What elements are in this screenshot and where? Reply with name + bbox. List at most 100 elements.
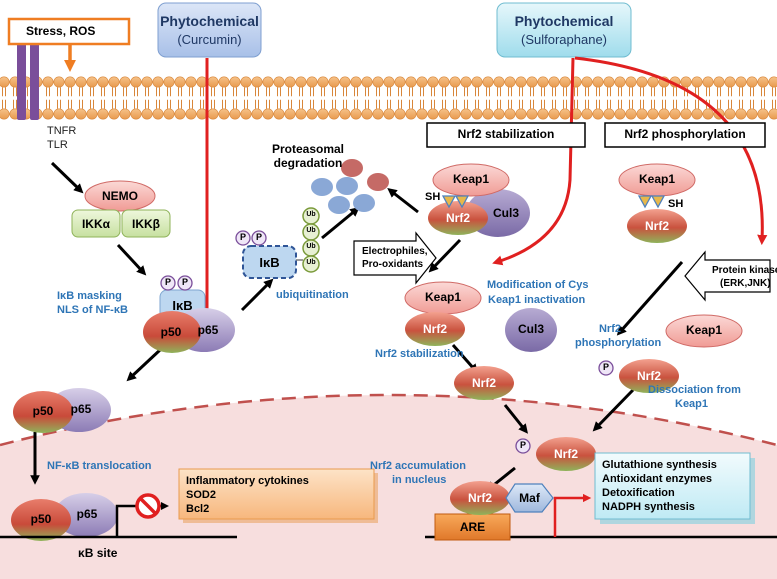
- lipid-head: [86, 76, 98, 88]
- nemo-label: NEMO: [102, 189, 138, 203]
- lipid-head: [548, 108, 560, 120]
- lipid-head: [482, 108, 494, 120]
- lipid-head: [757, 76, 769, 88]
- lipid-head: [768, 108, 777, 120]
- lipid-head: [75, 76, 87, 88]
- dissociation-line2: Keap1: [675, 398, 709, 410]
- sulforaphane-arrow-phosphorylation: [574, 56, 768, 246]
- ikb-masking-line1: IκB masking: [57, 290, 122, 302]
- electrophiles-line2: Pro-oxidants: [362, 259, 424, 270]
- keap1-free-label: Keap1: [685, 323, 723, 337]
- arrow-ubiquitination: [240, 278, 274, 312]
- phosphate-ub-2-label: P: [255, 232, 262, 242]
- lipid-head: [526, 108, 538, 120]
- nrf2-phosphorylation-line1: Nrf2: [598, 323, 621, 335]
- p65-nucleus: [54, 493, 118, 537]
- proteasomal-line1: Proteasomal: [271, 142, 345, 156]
- curcumin-box: [157, 2, 262, 58]
- lipid-head: [614, 108, 626, 120]
- lipid-head: [141, 108, 153, 120]
- ikk-alpha: [71, 209, 121, 238]
- lipid-head: [53, 108, 65, 120]
- curcumin-title: Phytochemical: [160, 13, 259, 29]
- lipid-head: [97, 108, 109, 120]
- phosphate-ikb-2-label: P: [181, 277, 188, 287]
- lipid-head: [680, 76, 692, 88]
- nrf2-bound-label: Nrf2: [467, 491, 492, 505]
- cys-marker-2: [454, 195, 470, 209]
- lipid-head: [504, 76, 516, 88]
- cys-marker-1: [441, 195, 457, 209]
- fragment-3: [328, 196, 350, 214]
- lipid-head: [284, 76, 296, 88]
- targets-line3: Detoxification: [602, 487, 675, 499]
- lipid-head: [229, 108, 241, 120]
- arrow-keap1-degradation: [387, 188, 419, 214]
- lipid-head: [460, 76, 472, 88]
- protein-kinases-line1: Protein kinases: [712, 265, 777, 276]
- inflammatory-line3: Bcl2: [186, 503, 210, 515]
- lipid-head: [119, 76, 131, 88]
- sulforaphane-title: Phytochemical: [514, 13, 614, 29]
- sulforaphane-box: [496, 2, 632, 58]
- arrow-ikk-ikb: [116, 243, 147, 276]
- lipid-head: [592, 76, 604, 88]
- sh-right-label: SH: [668, 198, 684, 210]
- nrf2-phospho: [619, 359, 679, 393]
- nrf2-phosphorylation-title: Nrf2 phosphorylation: [624, 127, 746, 141]
- lipid-head: [317, 76, 329, 88]
- ubiquitination-label: ubiquitination: [276, 289, 349, 301]
- sulforaphane-name: (Sulforaphane): [521, 32, 607, 47]
- lipid-head: [669, 108, 681, 120]
- receptor-bar-1: [17, 40, 26, 120]
- lipid-head: [504, 108, 516, 120]
- lipid-head: [603, 108, 615, 120]
- lipid-head: [218, 76, 230, 88]
- lipid-head: [207, 76, 219, 88]
- nrf2-top: [428, 201, 488, 235]
- lipid-head: [295, 108, 307, 120]
- phosphate-nrf2-2-label: P: [519, 440, 526, 450]
- lipid-head: [548, 76, 560, 88]
- lipid-head: [251, 76, 263, 88]
- fragment-6: [353, 194, 375, 212]
- ikb-ubiquitinated: [242, 245, 297, 279]
- lipid-head: [163, 76, 175, 88]
- lipid-head: [724, 76, 736, 88]
- lipid-head: [0, 108, 10, 120]
- lipid-head: [97, 76, 109, 88]
- lipid-head: [559, 76, 571, 88]
- p50-nucleus-label: p50: [30, 512, 52, 526]
- lipid-head: [471, 108, 483, 120]
- lipid-head: [537, 76, 549, 88]
- arrow-nrf2-free: [451, 344, 479, 374]
- phosphate-ub-1: [235, 230, 251, 246]
- lipid-head: [702, 76, 714, 88]
- lipid-head: [372, 108, 384, 120]
- ikk-beta: [121, 209, 171, 238]
- lipid-head: [713, 76, 725, 88]
- lipid-head: [515, 108, 527, 120]
- nrf2-nucleus: [536, 437, 596, 471]
- arrow-p-nrf2-entry: [592, 388, 635, 432]
- lipid-head: [449, 108, 461, 120]
- cys-marker-3: [637, 195, 653, 209]
- lipid-head: [383, 76, 395, 88]
- ikb-label: IκB: [172, 298, 193, 313]
- lipid-head: [735, 108, 747, 120]
- lipid-head: [53, 76, 65, 88]
- lipid-head: [295, 76, 307, 88]
- targets-line2: Antioxidant enzymes: [602, 473, 713, 485]
- lipid-head: [724, 108, 736, 120]
- ikkb-label: IKKβ: [132, 217, 160, 231]
- lipid-head: [273, 108, 285, 120]
- keap1-free: [665, 314, 743, 348]
- fragment-2: [336, 177, 358, 195]
- p65-free-label: p65: [70, 402, 92, 416]
- lipid-head: [647, 108, 659, 120]
- are-label: ARE: [459, 520, 486, 534]
- nrf2-nucleus-label: Nrf2: [553, 447, 578, 461]
- lipid-head: [559, 108, 571, 120]
- lipid-head: [405, 108, 417, 120]
- sh-top-label: SH: [425, 191, 441, 203]
